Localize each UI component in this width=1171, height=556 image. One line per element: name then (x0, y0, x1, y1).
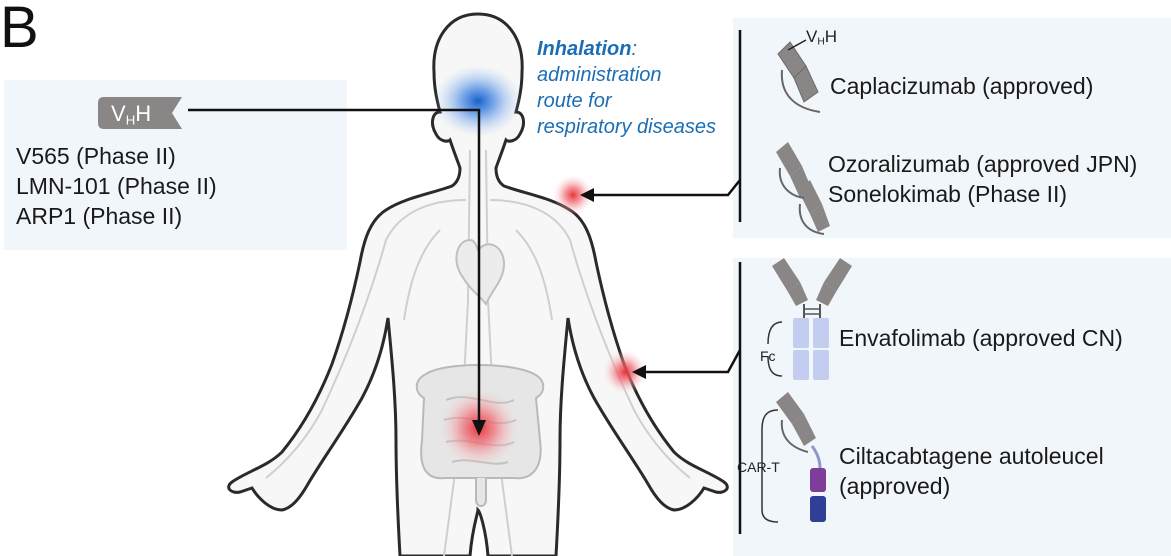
inhalation-line-2: route for (537, 90, 612, 112)
inhalation-line-1: administration (537, 64, 662, 86)
oral-arrow-line (188, 108, 481, 428)
drug-envafolimab: Envafolimab (approved CN) (839, 325, 1123, 351)
blood-vessels (265, 149, 691, 556)
inhalation-title: Inhalation (537, 38, 632, 60)
drug-sonelokimab: Sonelokimab (Phase II) (828, 181, 1068, 207)
drug-ciltacabtagene: Ciltacabtagene autoleucel (839, 443, 1104, 469)
route-arrows (188, 30, 742, 534)
subcutaneous-arrowhead (580, 188, 594, 202)
panel-letter: B (0, 0, 39, 60)
car-t-label: CAR-T (737, 459, 780, 475)
intravenous-hotspot (603, 350, 647, 394)
fc-label: Fc (760, 348, 776, 364)
inhalation-hotspot (434, 65, 522, 137)
vhh-single-icon (777, 39, 821, 113)
car-t-icon (761, 392, 826, 523)
subcutaneous-hotspot (553, 175, 593, 215)
inhalation-caption: Inhalation: administration route for res… (537, 38, 716, 138)
vhh-small-label: VHH (806, 27, 837, 48)
vhh-tag-shape (98, 97, 182, 129)
inhalation-line-3: respiratory diseases (537, 116, 716, 138)
vhh-bivalent-icon (776, 142, 830, 235)
drug-lmn-101: LMN-101 (Phase II) (16, 173, 217, 199)
oral-route-box (4, 80, 347, 250)
subcutaneous-arrow-line (585, 179, 741, 197)
oral-arrowhead (472, 420, 486, 436)
fc-fusion-icon (767, 258, 852, 380)
leg-divider (468, 506, 490, 556)
vhh-tag-label: VHH (111, 101, 152, 128)
drug-caplacizumab: Caplacizumab (approved) (830, 73, 1094, 99)
intravenous-route-box (733, 258, 1171, 556)
drug-ciltacabtagene-status: (approved) (839, 473, 951, 499)
intravenous-arrowhead (632, 365, 646, 379)
drug-arp1: ARP1 (Phase II) (16, 203, 183, 229)
intravenous-arrow-line (636, 349, 742, 374)
drug-ozoralizumab: Ozoralizumab (approved JPN) (828, 151, 1138, 177)
drug-v565: V565 (Phase II) (16, 143, 176, 169)
